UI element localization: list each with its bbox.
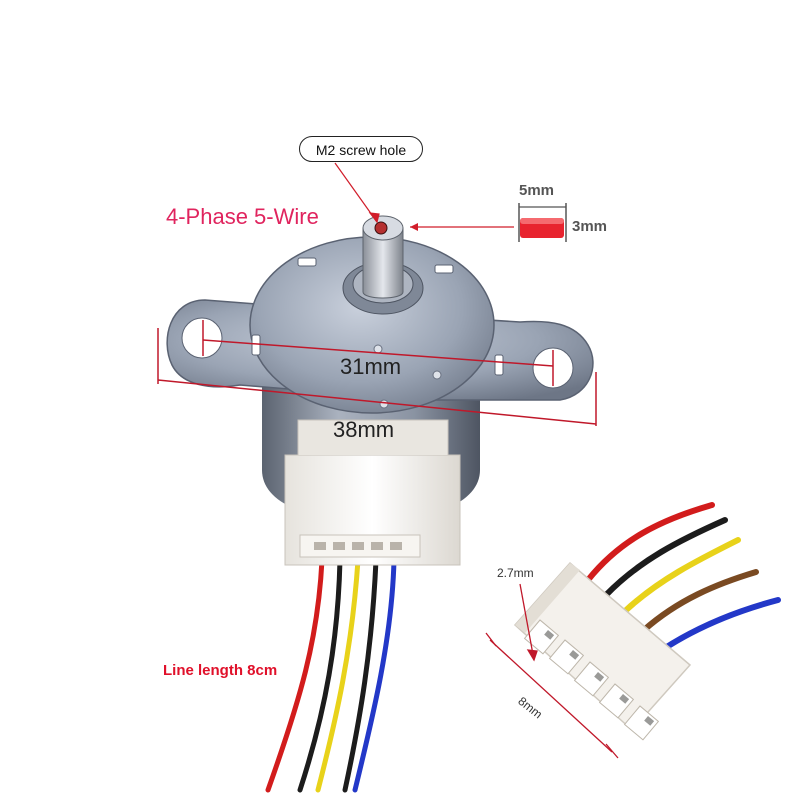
cable-wires: [585, 502, 781, 653]
dimension-lines: [157, 320, 597, 426]
shaft-flat-label: 3mm: [572, 218, 608, 235]
connector-dimension-lines: [485, 583, 619, 759]
shaft-detail: [410, 203, 567, 242]
motor-wires: [265, 557, 397, 793]
overall-width-label: 38mm: [333, 417, 395, 442]
screw-hole-callout: M2 screw hole: [299, 136, 423, 162]
face-slots: [251, 257, 504, 376]
shaft-width-label: 5mm: [519, 182, 555, 199]
left-mount-hole: [181, 317, 223, 359]
motor-shaft: [362, 227, 404, 299]
line-length-label: Line length 8cm: [163, 662, 278, 679]
inner-spacing-label: 31mm: [340, 354, 402, 379]
screw-callout-arrow: [334, 162, 380, 224]
screw-hole-mark: [374, 221, 388, 235]
cable-connector: [513, 561, 692, 741]
connector-pitch-label: 2.7mm: [497, 566, 534, 580]
phase-wire-label: 4-Phase 5-Wire: [166, 204, 319, 229]
motor-connector: [284, 419, 461, 566]
